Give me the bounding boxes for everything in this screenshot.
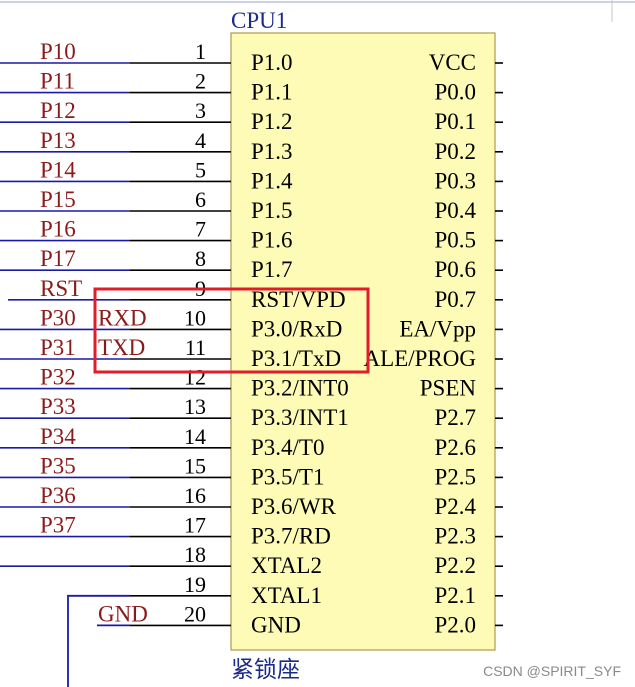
- net-label: P30: [40, 305, 76, 330]
- pin-name: P1.2: [251, 109, 293, 134]
- pin-name: P3.0/RxD: [251, 316, 342, 341]
- pin-number: 3: [195, 98, 206, 123]
- right-pin-name: P0.0: [434, 80, 476, 105]
- net-label: P14: [40, 157, 76, 182]
- right-pin-name: P0.3: [434, 168, 476, 193]
- right-pin-name: P2.1: [434, 583, 476, 608]
- pin-name: P3.1/TxD: [251, 346, 341, 371]
- pin-number: 4: [195, 128, 206, 153]
- xtal1-wire: [67, 594, 130, 687]
- watermark-text: CSDN @SPIRIT_SYF: [483, 663, 621, 679]
- right-pin-name: P2.2: [434, 553, 476, 578]
- component-designator: CPU1: [231, 8, 287, 33]
- pin-name: P3.5/T1: [251, 464, 324, 489]
- net-label: P34: [40, 424, 76, 449]
- pin-name: RST/VPD: [251, 287, 346, 312]
- pin-name: P3.2/INT0: [251, 376, 349, 401]
- right-pin-name: P2.3: [434, 524, 476, 549]
- pin-name: P3.4/T0: [251, 435, 324, 460]
- net-label: P11: [40, 69, 75, 94]
- net-label: P12: [40, 98, 76, 123]
- right-pin-name: P2.4: [434, 494, 476, 519]
- net-label: P10: [40, 39, 76, 64]
- pin-name: XTAL2: [251, 553, 322, 578]
- pin-name: P3.3/INT1: [251, 405, 349, 430]
- pin-name: P1.6: [251, 228, 293, 253]
- net-label: P35: [40, 453, 76, 478]
- pin-number: 14: [184, 424, 206, 449]
- right-pin-name: PSEN: [420, 376, 477, 401]
- net-label: P17: [40, 246, 76, 271]
- right-pin-name: P0.2: [434, 139, 476, 164]
- pin-name: P1.5: [251, 198, 293, 223]
- right-pin-name: ALE/PROG: [364, 346, 476, 371]
- net-label: P37: [40, 513, 76, 538]
- pin-number: 17: [184, 513, 206, 538]
- right-pin-group: VCC P0.0P0.1P0.2P0.3P0.4P0.5P0.6P0.7EA/Vp…: [364, 50, 503, 637]
- pin-number: 13: [184, 394, 206, 419]
- pin-name: P1.7: [251, 257, 293, 282]
- net-label: RST: [40, 276, 82, 301]
- net-label: P31: [40, 335, 76, 360]
- right-pin-name: P2.7: [434, 405, 476, 430]
- pin-number: 8: [195, 246, 206, 271]
- pin-number: 7: [195, 217, 206, 242]
- net-label: P33: [40, 394, 76, 419]
- right-pin-name: P2.5: [434, 464, 476, 489]
- highlight-box: [93, 287, 370, 374]
- pin-number: 1: [195, 39, 206, 64]
- right-pin-name: EA/Vpp: [399, 316, 476, 341]
- net-label: P13: [40, 128, 76, 153]
- pin-name: P1.0: [251, 50, 293, 75]
- right-pin-name: VCC: [429, 50, 476, 75]
- net-label: P36: [40, 483, 76, 508]
- right-pin-name: P0.7: [434, 287, 476, 312]
- net-label: P16: [40, 217, 76, 242]
- pin-number: 5: [195, 157, 206, 182]
- pin-name: P3.7/RD: [251, 524, 331, 549]
- left-pin-group: 1 P1.0 2 P1.1 3 P1.2 4 P1.3 5 P1.4 6 P1.5 7 P1.6 8 P1.7…: [98, 39, 349, 637]
- pin-number: 19: [184, 572, 206, 597]
- pin-number: 10: [184, 305, 206, 330]
- pin-number: 2: [195, 69, 206, 94]
- net-label: P32: [40, 365, 76, 390]
- pin-number: 12: [184, 365, 206, 390]
- pin-number: 20: [184, 601, 206, 626]
- right-pin-name: P0.6: [434, 257, 476, 282]
- pin-name: XTAL1: [251, 583, 322, 608]
- component-footer-label: 紧锁座: [231, 657, 300, 682]
- pin-alt-label: TXD: [98, 335, 145, 360]
- pin-name: P1.1: [251, 80, 293, 105]
- right-pin-name: P0.5: [434, 228, 476, 253]
- pin-name: P1.4: [251, 168, 293, 193]
- pin-name: GND: [251, 612, 301, 637]
- right-pin-name: P2.6: [434, 435, 476, 460]
- pin-number: 18: [184, 542, 206, 567]
- pin-number: 16: [184, 483, 206, 508]
- pin-name: P3.6/WR: [251, 494, 337, 519]
- pin-name: P1.3: [251, 139, 293, 164]
- pin-alt-label: GND: [98, 601, 148, 626]
- pin-number: 6: [195, 187, 206, 212]
- right-pin-name: P0.1: [434, 109, 476, 134]
- right-pin-name: P0.4: [434, 198, 476, 223]
- right-pin-name: P2.0: [434, 612, 476, 637]
- net-label: P15: [40, 187, 76, 212]
- pin-alt-label: RXD: [98, 305, 147, 330]
- pin-number: 11: [185, 335, 206, 360]
- pin-number: 15: [184, 453, 206, 478]
- chip-body: [230, 32, 496, 651]
